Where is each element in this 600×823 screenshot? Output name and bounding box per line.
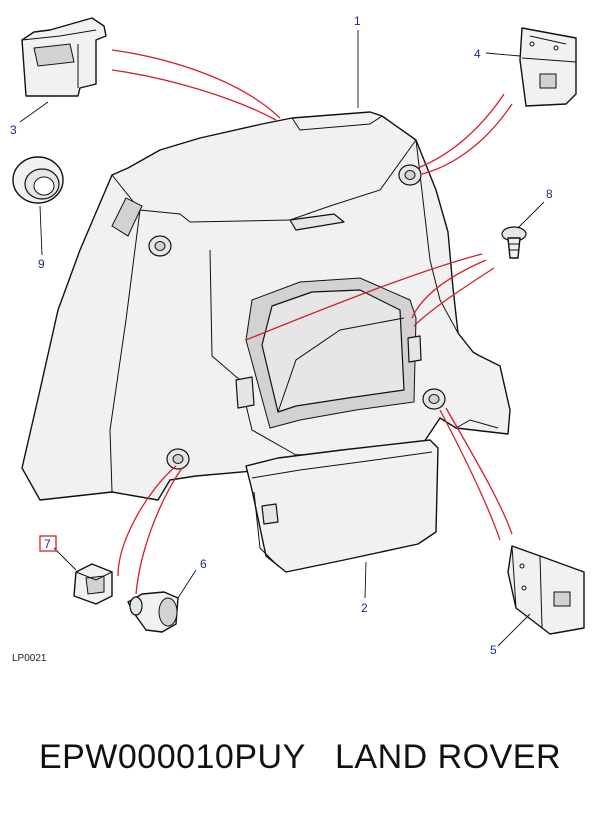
callout-7[interactable]: 7	[44, 537, 51, 551]
caption: EPW000010PUY LAND ROVER	[0, 738, 600, 777]
part-3-bracket	[21, 17, 107, 97]
callout-1[interactable]: 1	[354, 14, 361, 28]
part-5-bracket	[507, 545, 585, 635]
part-number: EPW000010PUY	[38, 738, 306, 776]
diagram-reference: LP0021	[12, 653, 47, 664]
callout-8[interactable]: 8	[546, 187, 553, 201]
callout-3[interactable]: 3	[10, 123, 17, 137]
part-9-grommet	[12, 156, 64, 204]
part-7-clip	[73, 563, 113, 605]
part-2-storage-cover	[245, 439, 439, 573]
callout-9[interactable]: 9	[38, 257, 45, 271]
brand-name: LAND ROVER	[334, 738, 562, 776]
callout-7-highlight	[39, 535, 57, 552]
part-4-bracket	[519, 27, 577, 107]
callout-5[interactable]: 5	[490, 643, 497, 657]
red-indicator-lines	[111, 49, 513, 595]
part-1-side-trim-panel	[21, 111, 511, 501]
callout-4[interactable]: 4	[474, 47, 481, 61]
part-6-clip	[127, 591, 179, 633]
exploded-parts-diagram: 1 2 3 4 5 6 7 8 9 LP0021	[10, 14, 585, 664]
callout-2[interactable]: 2	[361, 601, 368, 615]
callout-numbers: 1 2 3 4 5 6 7 8 9	[10, 14, 553, 657]
part-8-screw	[501, 226, 527, 259]
callout-6[interactable]: 6	[200, 557, 207, 571]
leader-lines	[19, 30, 545, 647]
